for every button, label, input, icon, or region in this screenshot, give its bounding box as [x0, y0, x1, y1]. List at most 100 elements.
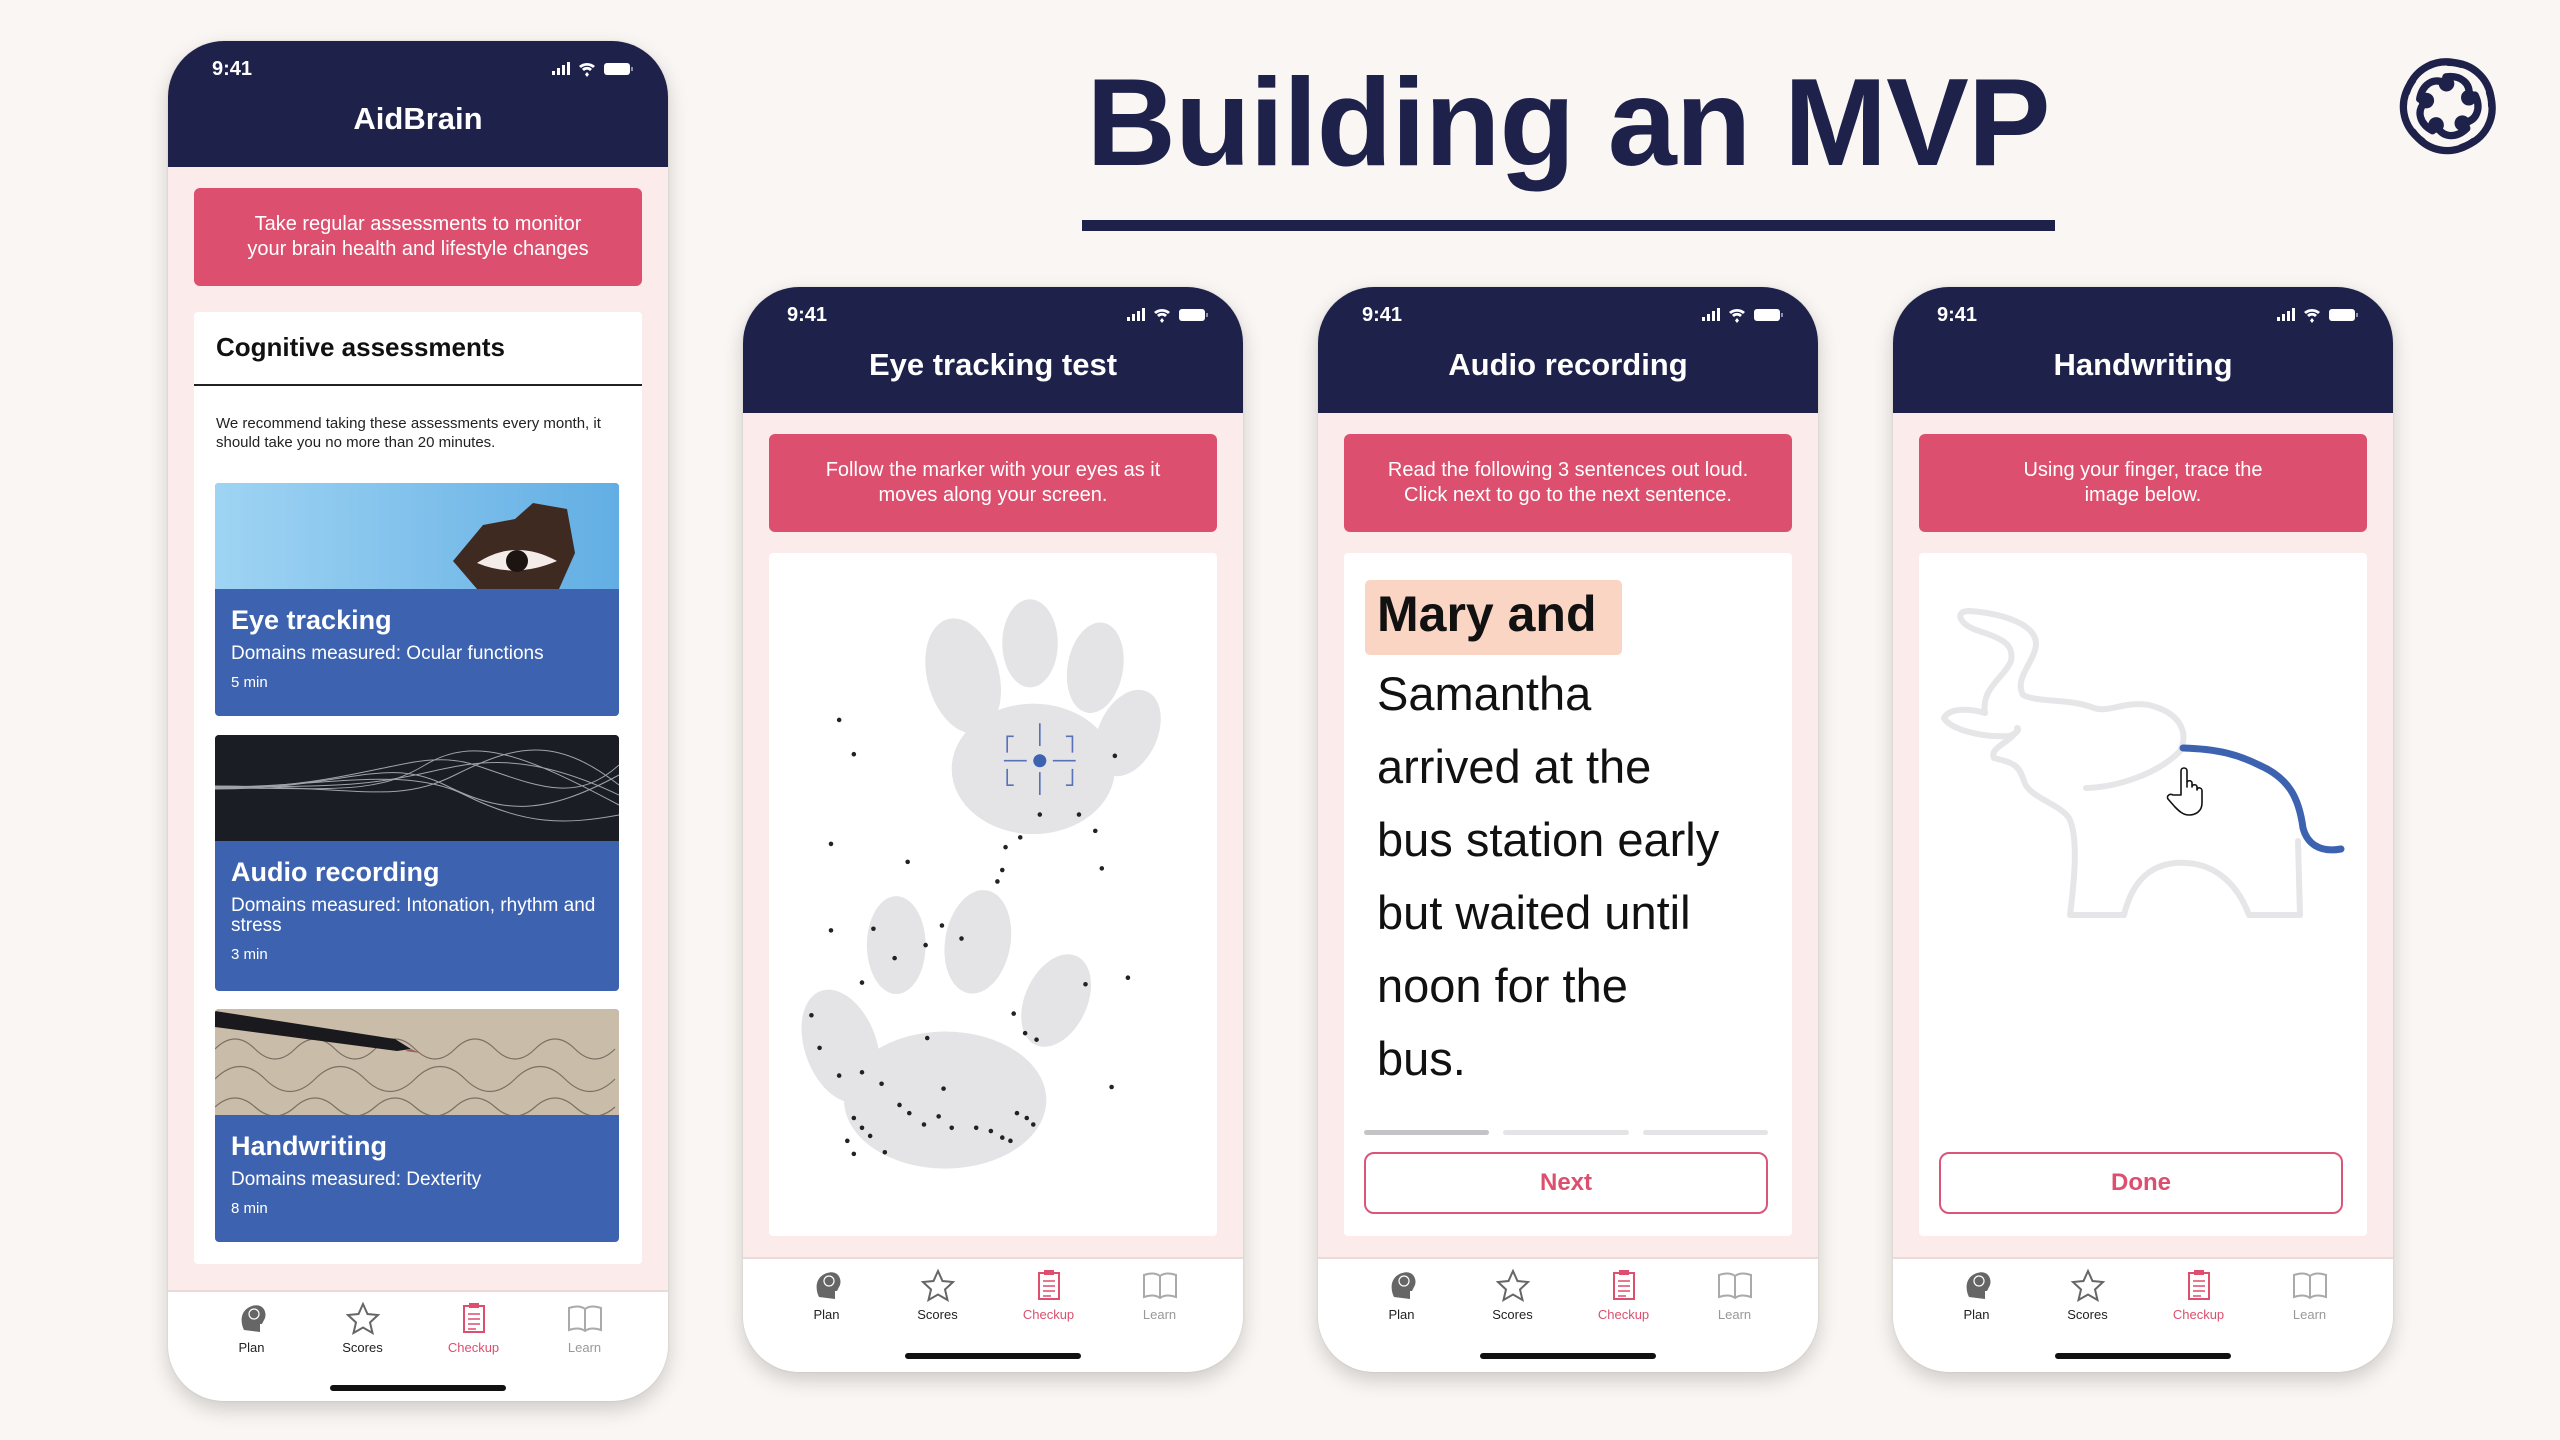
star-icon	[920, 1268, 955, 1303]
gaze-path-dot	[1022, 1030, 1028, 1036]
status-icons	[552, 62, 633, 77]
gaze-path-dot	[882, 1149, 888, 1155]
signal-icon	[552, 62, 570, 75]
assessment-domains: Domains measured: Dexterity	[231, 1169, 482, 1190]
assessment-domains: Domains measured: Ocular functions	[231, 643, 544, 664]
clipboard-icon	[462, 1303, 485, 1333]
tab-plan[interactable]: Plan	[196, 1300, 307, 1355]
gaze-path-dot	[936, 1114, 941, 1119]
tab-plan[interactable]: Plan	[1921, 1267, 2032, 1322]
section-note: We recommend taking these assessments ev…	[216, 415, 601, 451]
gaze-path-dot	[892, 955, 897, 961]
tab-plan[interactable]: Plan	[771, 1267, 882, 1322]
gaze-path-dot	[939, 923, 945, 928]
tab-learn[interactable]: Learn	[1679, 1267, 1790, 1322]
home-indicator[interactable]	[1480, 1353, 1656, 1359]
phone-handwriting: 9:41 Handwriting Using your finger, trac…	[1893, 287, 2393, 1372]
section-title: Cognitive assessments	[216, 332, 506, 362]
gaze-path-dot	[897, 1102, 902, 1108]
tab-plan[interactable]: Plan	[1346, 1267, 1457, 1322]
eye-tracking-canvas[interactable]	[769, 553, 1217, 1236]
clipboard-icon	[2187, 1270, 2210, 1300]
sentence-line: bus.	[1377, 1032, 1466, 1085]
tab-checkup[interactable]: Checkup	[1568, 1267, 1679, 1322]
tab-scores[interactable]: Scores	[307, 1300, 418, 1355]
gaze-path-dot	[941, 1086, 946, 1091]
tab-learn[interactable]: Learn	[2254, 1267, 2365, 1322]
star-icon	[2070, 1268, 2105, 1303]
sentence-line: but waited until	[1377, 886, 1691, 939]
tab-checkup[interactable]: Checkup	[993, 1267, 1104, 1322]
clipboard-icon	[1037, 1270, 1060, 1300]
assessment-domains: Domains measured: Intonation, rhythm and…	[231, 895, 596, 936]
tab-label: Learn	[1717, 1307, 1752, 1322]
assessment-handwriting[interactable]: Handwriting Domains measured: Dexterity …	[215, 1009, 619, 1242]
spiral-logo-icon	[2396, 54, 2500, 158]
assessment-audio-recording[interactable]: Audio recording Domains measured: Intona…	[215, 735, 619, 991]
gaze-path-dot	[907, 1110, 912, 1116]
status-icons	[1702, 308, 1783, 323]
gaze-path-dot	[1076, 812, 1082, 817]
gaze-path-dot	[959, 936, 964, 941]
book-icon	[1142, 1272, 1177, 1300]
reading-card: Mary and Samantha arrived at the bus sta…	[1344, 553, 1792, 1236]
instruction-banner: Follow the marker with your eyes as it m…	[769, 434, 1217, 532]
gaze-path-dot	[1014, 1110, 1020, 1116]
done-button[interactable]: Done	[1939, 1152, 2343, 1214]
hand-pointer-icon	[2166, 767, 2203, 816]
gaze-path-dot	[1008, 1138, 1013, 1144]
home-indicator[interactable]	[330, 1385, 506, 1391]
info-banner: Take regular assessments to monitor your…	[194, 188, 642, 286]
instruction-banner: Read the following 3 sentences out loud.…	[1344, 434, 1792, 532]
gaze-path-dot	[949, 1125, 954, 1131]
brain-head-icon	[816, 1272, 840, 1299]
gaze-path-dot	[828, 928, 834, 933]
status-time: 9:41	[1937, 304, 1978, 326]
battery-icon	[1754, 309, 1780, 321]
next-button[interactable]: Next	[1364, 1152, 1768, 1214]
home-indicator[interactable]	[2055, 1353, 2231, 1359]
tab-scores[interactable]: Scores	[2032, 1267, 2143, 1322]
app-header: 9:41 Handwriting	[1893, 287, 2393, 413]
tab-checkup[interactable]: Checkup	[418, 1300, 529, 1355]
status-time: 9:41	[212, 58, 253, 80]
tab-checkup[interactable]: Checkup	[2143, 1267, 2254, 1322]
status-time: 9:41	[1362, 304, 1403, 326]
book-icon	[2292, 1272, 2327, 1300]
star-icon	[1495, 1268, 1530, 1303]
gaze-path-dot	[1024, 1115, 1030, 1121]
star-icon	[345, 1301, 380, 1336]
drawing-canvas[interactable]: Done	[1919, 553, 2367, 1236]
gaze-path-dot	[1037, 812, 1043, 817]
tab-scores[interactable]: Scores	[882, 1267, 993, 1322]
gaze-path-dot	[836, 1073, 842, 1078]
tab-learn[interactable]: Learn	[1104, 1267, 1215, 1322]
gaze-path-dot	[923, 942, 928, 948]
gaze-path-dot	[921, 1122, 927, 1127]
gaze-path-dot	[924, 1035, 930, 1041]
gaze-path-dot	[859, 980, 865, 985]
gaze-path-dot	[828, 841, 834, 847]
assessment-eye-tracking[interactable]: Eye tracking Domains measured: Ocular fu…	[215, 483, 619, 716]
sentence-line: noon for the	[1377, 959, 1628, 1012]
assessment-title: Audio recording	[231, 857, 440, 887]
assessments-card: Cognitive assessments We recommend takin…	[194, 312, 642, 1264]
battery-icon	[2329, 309, 2355, 321]
assessment-duration: 5 min	[231, 674, 268, 691]
elephant-trace-image	[1941, 608, 2345, 918]
gaze-path-dot	[1092, 828, 1098, 834]
gaze-path-dot	[995, 879, 1000, 884]
assessment-duration: 8 min	[231, 1200, 268, 1217]
tab-scores[interactable]: Scores	[1457, 1267, 1568, 1322]
home-indicator[interactable]	[905, 1353, 1081, 1359]
paw-print-shape	[801, 599, 1161, 1169]
gaze-path-dot	[879, 1081, 884, 1087]
gaze-path-dot	[1031, 1122, 1036, 1127]
book-icon	[1717, 1272, 1752, 1300]
highlighted-words: Mary and	[1377, 586, 1597, 642]
sentence-line: bus station early	[1377, 813, 1720, 866]
soundwave-image	[215, 735, 619, 841]
tab-learn[interactable]: Learn	[529, 1300, 640, 1355]
gaze-path-dot	[817, 1045, 822, 1051]
status-time: 9:41	[787, 304, 828, 326]
